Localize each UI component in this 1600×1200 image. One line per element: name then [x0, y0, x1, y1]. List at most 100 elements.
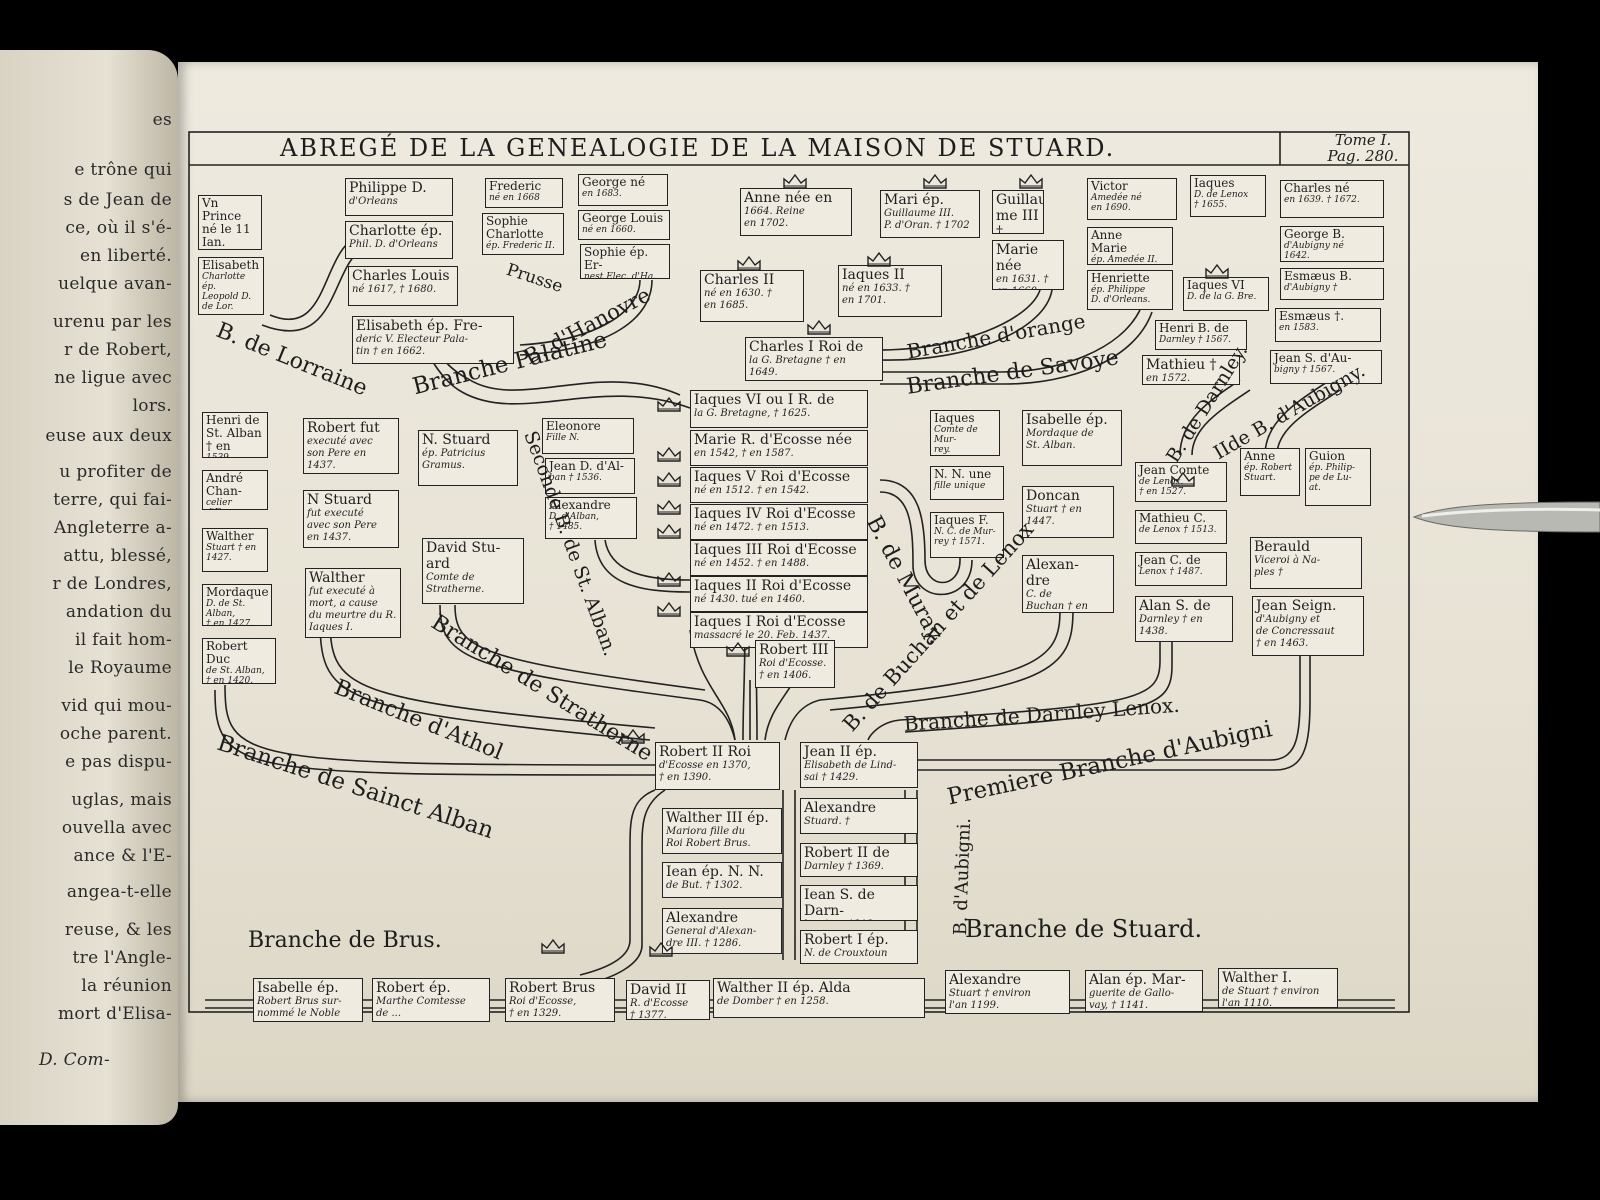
person-name: Sophie ép. Er-	[584, 245, 649, 272]
person-description: né en 1472. † en 1513.	[694, 522, 810, 533]
person-box-isabelle-brus: Isabelle ép.Robert Brus sur- nommé le No…	[253, 978, 363, 1022]
branch-athol-line	[319, 614, 656, 741]
person-description: Darnley † en 1438.	[1139, 614, 1203, 637]
crown-icon	[657, 396, 681, 412]
person-description: Elisabeth de Lind- sai † 1429.	[804, 760, 897, 783]
person-description: en 1583.	[1279, 323, 1319, 333]
left-page-text-line: tre l'Angle-	[72, 948, 172, 968]
person-name: Sophie Charlotte	[486, 214, 544, 241]
person-description: d'Orleans	[349, 196, 398, 207]
person-name: Charles Louis	[352, 268, 450, 284]
left-page-text-line: r de Robert,	[64, 340, 172, 360]
person-name: Victor	[1091, 179, 1128, 193]
person-name: Robert I ép.	[804, 932, 889, 948]
branch-darnley-upper-line	[1179, 379, 1251, 456]
person-name: Anne	[1244, 449, 1276, 463]
crown-icon	[657, 571, 681, 587]
branch-label-branche-brus: Branche de Brus.	[248, 928, 442, 953]
branch-aubigni-line	[915, 650, 1311, 771]
person-name: Marie née	[996, 242, 1039, 274]
person-name: George Louis	[582, 211, 664, 225]
person-description: D. d'Alban, † 1485.	[549, 512, 600, 532]
crown-icon	[923, 173, 947, 189]
left-page-text-line: terre, qui fai-	[53, 490, 172, 510]
left-page-text-line: urenu par les	[52, 312, 172, 332]
person-description: Stuart † environ l'an 1199.	[949, 988, 1031, 1011]
person-description: 1664. Reine en 1702.	[744, 206, 805, 229]
person-description: N. C. de Mur- rey † 1571.	[934, 527, 996, 547]
person-name: N. N. une	[934, 467, 992, 481]
person-box-jean-nn: Iean ép. N. N.de But. † 1302.	[662, 862, 782, 898]
person-description: de St. Alban, † en 1420.	[206, 666, 265, 684]
person-name: David Stu- ard	[426, 540, 501, 572]
person-description: en 1639. † 1672.	[1284, 195, 1360, 205]
person-description: la G. Bretagne, † 1625.	[694, 408, 811, 419]
person-description: D. de la G. Bre.	[1187, 292, 1257, 302]
person-description: Roi d'Ecosse. † en 1406.	[759, 658, 827, 681]
person-name: Iaques F.	[934, 513, 989, 527]
left-page-text-line: attu, blessé,	[63, 546, 172, 566]
person-name: Walther I.	[1222, 970, 1293, 986]
person-description: Fille N.	[546, 433, 580, 443]
person-name: Charlotte ép.	[349, 223, 443, 239]
person-description: Guillaume III. P. d'Oran. † 1702	[884, 208, 970, 231]
person-name: Robert II Roi	[659, 744, 751, 760]
person-name: Jean Seign.	[1256, 598, 1337, 614]
left-page-text-line: e pas dispu-	[65, 752, 172, 772]
person-name: Jean Comte	[1139, 463, 1210, 477]
person-name: Robert Duc	[206, 639, 248, 666]
person-name: Henriette	[1091, 271, 1150, 285]
person-description: de Stuart † environ l'an 1110.	[1222, 986, 1320, 1008]
person-name: Elisabeth ép. Fre-	[356, 318, 483, 334]
person-description: Comte de Mur- rey.	[934, 425, 978, 455]
person-name: Robert III	[759, 642, 829, 658]
left-page-text-line: r de Londres,	[52, 574, 172, 594]
person-name: Mordaque	[206, 585, 269, 599]
left-page-text-line: angea-t-elle	[66, 882, 172, 902]
person-box-elisabeth-palatin: Elisabeth ép. Fre-deric V. Electeur Pala…	[352, 316, 514, 364]
person-description: ép. Philippe D. d'Orleans.	[1091, 285, 1151, 305]
person-description: Lenox † 1487.	[1139, 567, 1203, 577]
branch-orange-line	[879, 289, 1053, 361]
person-box-iaques-f: Iaques F.N. C. de Mur- rey † 1571.	[930, 512, 1004, 558]
person-description: d'Aubigny et de Concressaut † en 1463.	[1256, 614, 1335, 649]
person-description: Stuart † en 1447.	[1026, 504, 1082, 527]
person-name: Iaques III Roi d'Ecosse	[694, 542, 857, 558]
person-description: en 1542, † en 1587.	[694, 448, 794, 459]
person-name: Marie R. d'Ecosse née	[694, 432, 853, 448]
person-description: bigny † 1567.	[1274, 365, 1336, 375]
person-box-isabelle-mordaque: Isabelle ép.Mordaque de St. Alban.	[1022, 410, 1122, 466]
person-name: Iaques IV Roi d'Ecosse	[694, 506, 856, 522]
crown-icon	[726, 641, 750, 657]
person-name: N Stuard	[307, 492, 372, 508]
person-description: en 1572.	[1146, 373, 1191, 384]
person-description: Darnley † 1369.	[804, 861, 884, 872]
person-name: Alexandre	[949, 972, 1022, 988]
person-name: Mathieu †	[1146, 357, 1217, 373]
person-description: né en 1660.	[582, 225, 636, 235]
person-description: ley, † en 1313.	[804, 919, 914, 920]
person-name: Robert Brus	[509, 980, 596, 996]
person-name: Iaques II Roi d'Ecosse	[694, 578, 852, 594]
left-page-text-line: andation du	[65, 602, 172, 622]
